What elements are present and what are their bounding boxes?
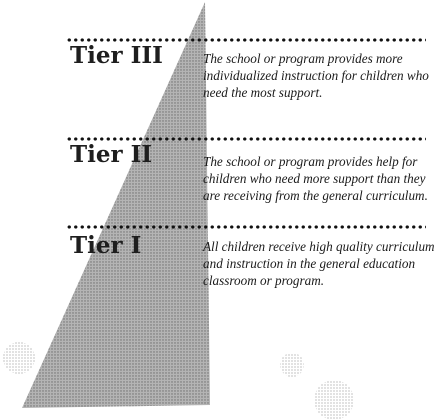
dotted-divider-tier-3 [66, 37, 426, 43]
dotted-divider-tier-2 [66, 136, 426, 142]
tier-2-label: Tier II [70, 141, 153, 168]
decorative-circle-right [314, 380, 354, 419]
decorative-circle-bottom [280, 353, 304, 377]
tier-1-description: All children receive high quality curric… [203, 239, 435, 288]
tier-2-description: The school or program provides help for … [203, 154, 428, 203]
dotted-divider-tier-1 [66, 224, 426, 230]
decorative-circle-left [3, 342, 35, 374]
tier-1-label: Tier I [70, 232, 142, 259]
pyramid-triangle [22, 2, 210, 408]
tier-3-description: The school or program provides more indi… [203, 51, 429, 100]
tier-3-label: Tier III [70, 42, 163, 69]
